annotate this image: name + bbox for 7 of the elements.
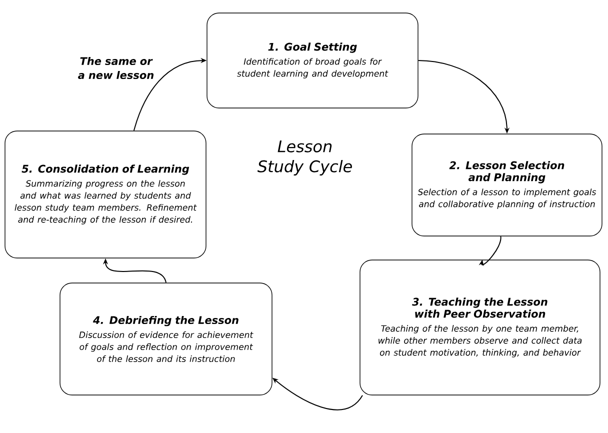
process-box: 4. Debriefing the Lesson Discussion of evidence for achievement of goals and reflection on improvement of the lesson and its instruction [60,282,272,396]
process-box: 5. Consolidation of Learning Summarizing progress on the lesson and what was learned by students and lesson study team members. Refinement and re-teaching of the lesson if desired. [4,130,206,258]
process-box: 2. Lesson Selection and Planning Selection of a lesson to implement goals and collaborative planning of instruction [412,134,602,236]
edge-label: The same or a new lesson [78,56,154,80]
process-box: 3. Teaching the Lesson with Peer Observation Teaching of the lesson by one team member, while other members observe and collect data on student motivation, thinking, and behavior [360,260,600,396]
process-box: 1. Goal Setting Identification of broad goals for student learning and development [206,12,418,108]
cycle-title: Lesson Study Cycle [257,140,352,176]
